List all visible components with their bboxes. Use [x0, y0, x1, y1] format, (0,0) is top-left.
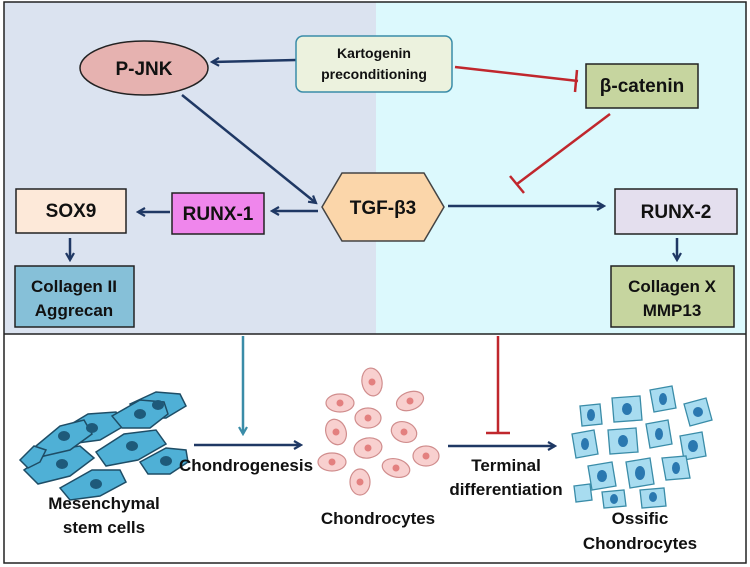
node-kartogenin: Kartogenin preconditioning	[295, 35, 453, 93]
node-runx1: RUNX-1	[171, 192, 265, 235]
runx1-label: RUNX-1	[183, 204, 254, 225]
node-collagen-x: Collagen X MMP13	[610, 265, 735, 328]
pjnk-label: P-JNK	[115, 59, 172, 80]
node-beta-catenin: β-catenin	[585, 63, 699, 109]
node-collagen-ii: Collagen II Aggrecan	[14, 265, 135, 328]
mesenchymal-stem-cells-image	[18, 391, 189, 501]
sox9-label: SOX9	[46, 201, 97, 222]
ossific-label-line1: Ossific	[612, 509, 669, 528]
ossific-label-line2: Chondrocytes	[583, 534, 697, 553]
node-tgf-beta3: TGF-β3	[321, 172, 445, 242]
msc-label-line1: Mesenchymal	[48, 494, 160, 513]
collagen-x-label-line2: MMP13	[643, 301, 702, 320]
kartogenin-label-line1: Kartogenin	[337, 45, 411, 61]
chondrocytes-label: Chondrocytes	[321, 509, 435, 528]
node-pjnk: P-JNK	[79, 40, 209, 96]
node-sox9: SOX9	[15, 188, 127, 234]
terminal-label-line1: Terminal	[471, 456, 541, 475]
node-runx2: RUNX-2	[614, 188, 738, 235]
arrow-kartogenin-to-pjnk	[212, 60, 297, 62]
collagen-ii-label-line2: Aggrecan	[35, 301, 113, 320]
ossific-chondrocytes-image	[571, 385, 713, 509]
collagen-x-label-line1: Collagen X	[628, 277, 717, 296]
chondrogenesis-label: Chondrogenesis	[179, 456, 313, 475]
beta-catenin-label: β-catenin	[600, 76, 684, 97]
inhibit-terminal-differentiation	[486, 336, 510, 435]
chondrocytes-image	[317, 367, 440, 496]
msc-label-line2: stem cells	[63, 518, 145, 537]
arrow-pjnk-to-tgf	[181, 94, 316, 203]
kartogenin-label-line2: preconditioning	[321, 66, 427, 82]
terminal-label-line2: differentiation	[449, 480, 562, 499]
outer-frame	[3, 1, 747, 564]
collagen-ii-label-line1: Collagen II	[31, 277, 117, 296]
runx2-label: RUNX-2	[641, 202, 712, 223]
inhibit-kartogenin-beta-catenin	[454, 65, 579, 93]
tgf-label: TGF-β3	[350, 198, 416, 219]
inhibit-beta-catenin-tgf-runx2	[509, 113, 611, 194]
